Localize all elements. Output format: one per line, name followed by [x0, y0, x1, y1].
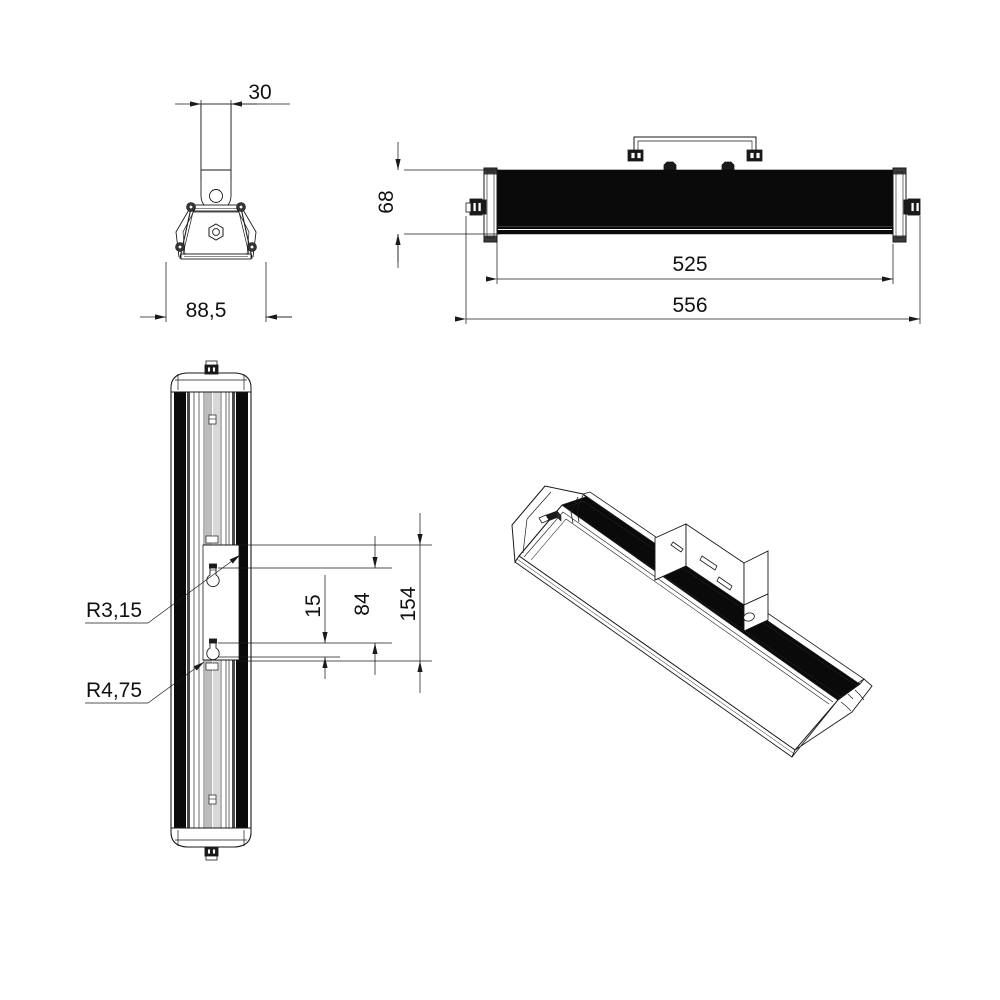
front-view-dim556	[455, 216, 921, 324]
dim-label-68: 68	[375, 190, 398, 213]
luminaire-body	[495, 169, 895, 235]
leader-r315	[85, 554, 241, 624]
dim-label-84: 84	[351, 592, 374, 616]
cable-gland-left	[465, 198, 483, 216]
dim-label-15: 15	[302, 594, 325, 617]
side-view-bottom-cap	[170, 827, 252, 861]
end-cap-right	[892, 167, 921, 243]
mount-bolts	[175, 202, 257, 252]
side-plan-view-group	[85, 360, 432, 861]
end-cap-left	[465, 167, 498, 243]
isometric-view-group	[511, 485, 873, 758]
dim-label-154: 154	[397, 586, 420, 621]
end-view-group	[140, 100, 292, 322]
iso-mounting-bracket	[654, 523, 769, 632]
front-elevation-group	[395, 136, 921, 324]
front-view-dim68	[395, 142, 500, 268]
center-hex-nut	[208, 223, 224, 241]
dim-label-556: 556	[672, 294, 707, 317]
mount-pole	[200, 103, 232, 171]
side-view-mount-plate	[202, 544, 240, 661]
mounting-bracket	[633, 136, 757, 155]
side-view-keyhole-slots	[206, 563, 220, 661]
leader-label-r3-15: R3,15	[86, 599, 142, 622]
iso-cable-gland	[538, 510, 562, 524]
bracket-bolts	[627, 149, 763, 172]
dim-label-88-5: 88,5	[186, 299, 227, 322]
side-view-top-cap	[170, 360, 252, 393]
keyhole-slot-lower	[206, 638, 220, 661]
leader-r475	[85, 661, 205, 704]
iso-end-cap-left	[511, 485, 587, 564]
end-view-dim885	[140, 262, 292, 322]
keyhole-slot-upper	[206, 563, 220, 588]
iso-end-cap-right	[791, 678, 873, 758]
iso-bracket-slots	[670, 541, 733, 591]
dim-label-525: 525	[672, 253, 707, 276]
dim-label-30: 30	[248, 81, 271, 104]
mount-knuckle	[200, 169, 232, 212]
cable-gland-right	[907, 198, 921, 216]
side-view-detail-marks	[205, 414, 219, 805]
front-view-dim525	[486, 236, 894, 284]
side-view-witness-lines	[218, 544, 432, 662]
end-view-dim30	[175, 100, 290, 180]
leader-label-r4-75: R4,75	[86, 679, 142, 702]
